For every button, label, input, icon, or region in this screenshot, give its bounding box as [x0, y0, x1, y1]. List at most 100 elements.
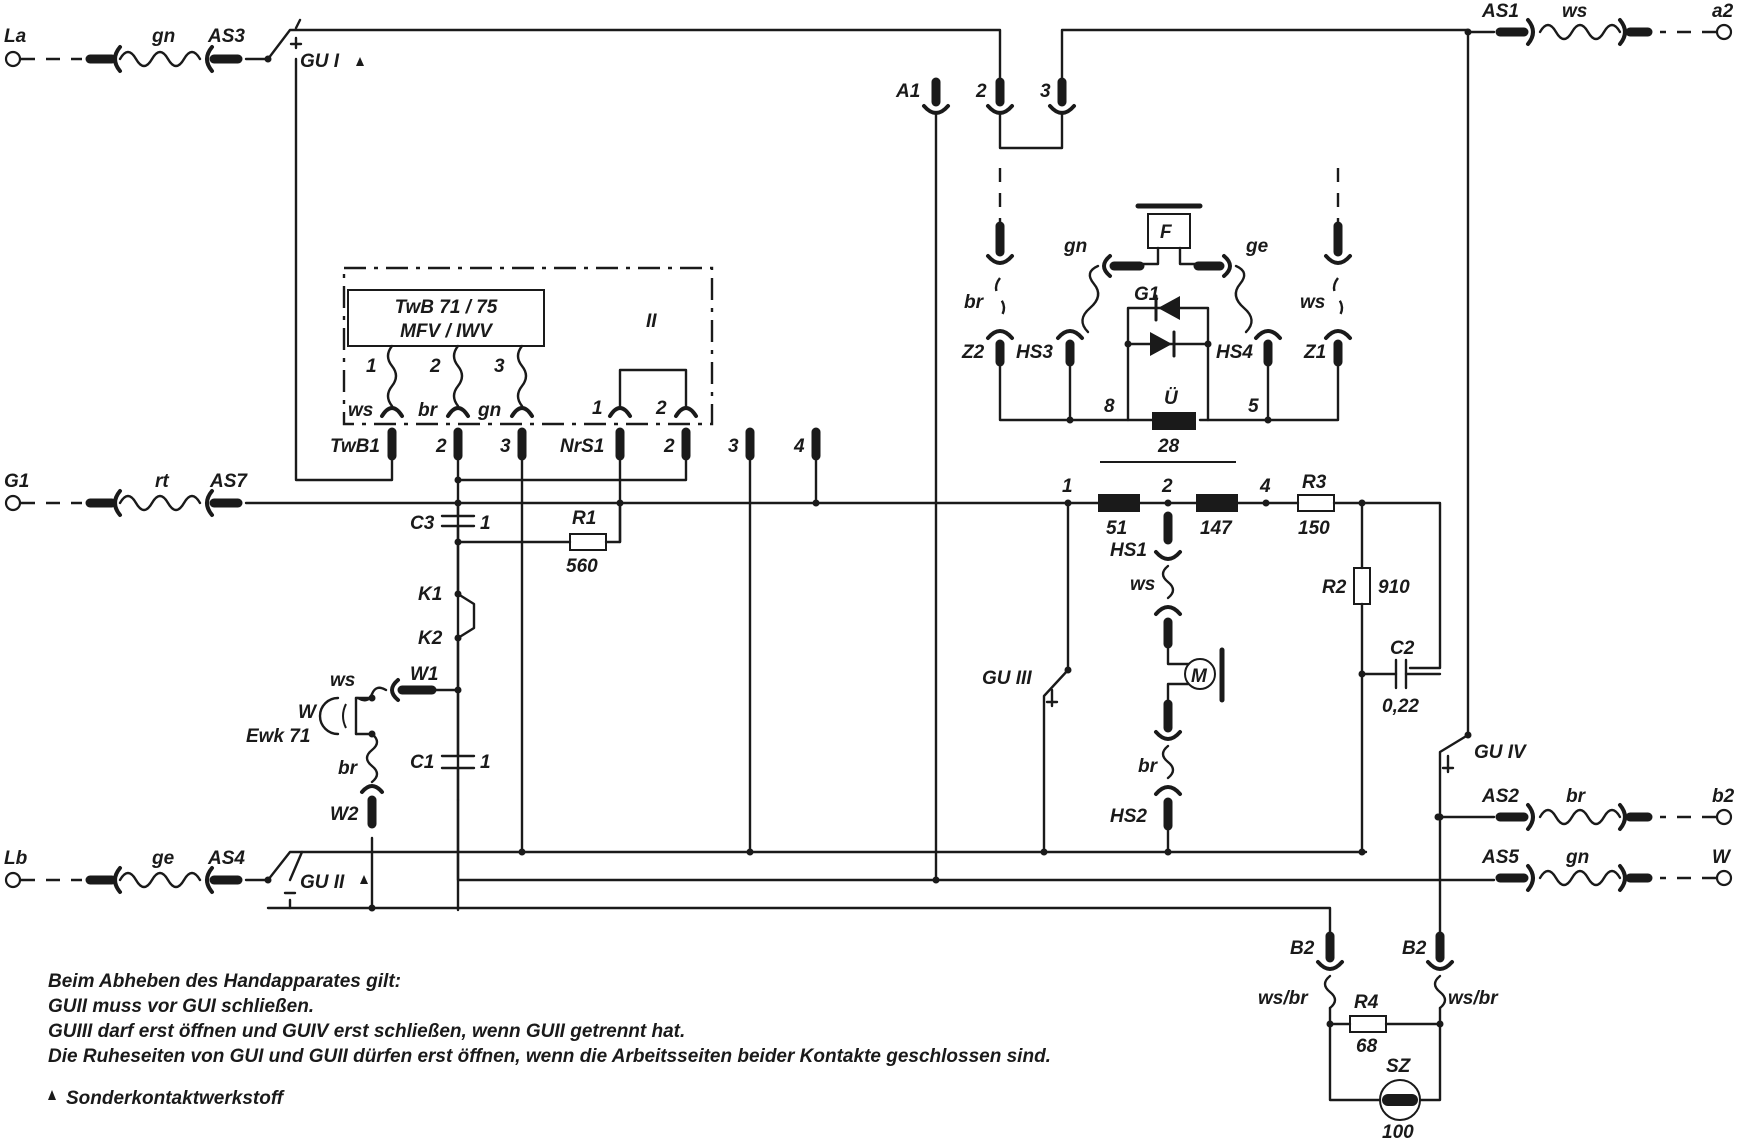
- label-la: La: [4, 26, 27, 47]
- label-br-hs2: br: [1138, 756, 1159, 777]
- label-twb1: TwB1: [330, 436, 380, 457]
- keypad-title-line2: MFV / IWV: [400, 321, 493, 342]
- terminal-a2[interactable]: [1715, 23, 1733, 41]
- terminal-g1[interactable]: [4, 494, 22, 512]
- label-c3-value: 1: [480, 513, 491, 534]
- keypad-nrs-pin1: 1: [592, 398, 603, 419]
- label-b2: b2: [1712, 786, 1735, 807]
- label-f: F: [1160, 222, 1173, 243]
- sz-group: B2 ws/br R4 68 B2 ws/br SZ 100: [1258, 931, 1499, 1138]
- label-c1-value: 1: [480, 752, 491, 773]
- pin-a1[interactable]: A1: [895, 77, 950, 115]
- label-z1: Z1: [1303, 342, 1326, 363]
- label-as3: AS3: [207, 26, 245, 47]
- ewk71-group: W1 ws W Ewk 71 br W2: [246, 664, 462, 829]
- lamp-sz: [1379, 1079, 1421, 1121]
- label-w1: W1: [410, 664, 439, 685]
- keypad-contact-ws: ws: [348, 400, 373, 421]
- label-w-right: W: [1712, 847, 1732, 868]
- label-pin3-top: 3: [1040, 81, 1051, 102]
- label-hs3: HS3: [1016, 342, 1053, 363]
- label-w2: W2: [330, 804, 359, 825]
- label-gu3: GU III: [982, 668, 1032, 689]
- terminal-w[interactable]: [1715, 869, 1733, 887]
- label-as4: AS4: [207, 848, 245, 869]
- label-ewk71: Ewk 71: [246, 726, 310, 747]
- pin-2-top[interactable]: 2: [975, 77, 1014, 115]
- label-pin2-top: 2: [975, 81, 987, 102]
- label-hs2: HS2: [1110, 806, 1147, 827]
- label-ws-a2: ws: [1562, 1, 1587, 22]
- main-wiring: [244, 18, 1496, 950]
- label-ge-lb: ge: [151, 848, 175, 869]
- label-pin3-a: 3: [500, 436, 511, 457]
- line-g1: G1 rt AS7: [4, 471, 248, 517]
- label-gn-w: gn: [1565, 847, 1589, 868]
- pin-3-top[interactable]: 3: [1040, 77, 1076, 115]
- label-wsbr-right: ws/br: [1448, 988, 1499, 1009]
- pin-row: TwB1 2 3 NrS1 2 3 4: [330, 427, 821, 507]
- switch-gu3: GU III: [982, 501, 1072, 856]
- label-r3-value: 150: [1298, 518, 1330, 539]
- keypad-pin3: 3: [494, 356, 505, 377]
- ringer-group: br Z2 ws Z1 F gn ge HS3 H: [961, 168, 1352, 463]
- terminal-la[interactable]: [4, 50, 22, 68]
- label-c2-value: 0,22: [1382, 696, 1419, 717]
- label-sz: SZ: [1386, 1056, 1412, 1077]
- label-pin5: 5: [1248, 396, 1259, 417]
- label-as1: AS1: [1481, 1, 1519, 22]
- switch-gu4: GU IV: [1436, 731, 1527, 950]
- label-pin2-a: 2: [435, 436, 447, 457]
- coil-u: [1152, 412, 1196, 430]
- terminal-b2[interactable]: [1715, 808, 1733, 826]
- label-pin4: 4: [793, 436, 805, 457]
- keypad-title-line1: TwB 71 / 75: [395, 297, 498, 318]
- label-wsbr-left: ws/br: [1258, 988, 1309, 1009]
- contact-k1-k2: K1 K2: [418, 540, 476, 692]
- label-sz-value: 100: [1382, 1122, 1414, 1138]
- label-r4: R4: [1354, 992, 1379, 1013]
- label-ws-z1: ws: [1300, 292, 1325, 313]
- label-nrs1: NrS1: [560, 436, 604, 457]
- label-gn-la: gn: [151, 26, 175, 47]
- label-u-value: 28: [1157, 436, 1180, 457]
- label-hs1: HS1: [1110, 540, 1147, 561]
- legend-text: Sonderkontaktwerkstoff: [66, 1088, 285, 1109]
- label-t-pin1: 1: [1062, 476, 1073, 497]
- terminal-lb[interactable]: [4, 871, 22, 889]
- label-c3: C3: [410, 513, 435, 534]
- label-br-b2: br: [1566, 786, 1587, 807]
- note-line-4: Die Ruheseiten von GUI und GUII dürfen e…: [48, 1046, 1051, 1067]
- label-u: Ü: [1164, 388, 1179, 409]
- notes-block: Beim Abheben des Handapparates gilt: GUI…: [48, 971, 1051, 1109]
- label-b2-left: B2: [1290, 938, 1315, 959]
- label-t-pin4: 4: [1259, 476, 1271, 497]
- label-ws-hs1: ws: [1130, 574, 1155, 595]
- label-w: W: [298, 702, 318, 723]
- line-la: La gn AS3: [4, 26, 272, 73]
- label-as7: AS7: [209, 471, 248, 492]
- label-as5: AS5: [1481, 847, 1519, 868]
- label-pin2-b: 2: [663, 436, 675, 457]
- switch-gu2: GU II: [283, 850, 368, 910]
- label-t-51: 51: [1106, 518, 1127, 539]
- label-r1-value: 560: [566, 556, 598, 577]
- label-k2: K2: [418, 628, 443, 649]
- label-ws-w1: ws: [330, 670, 355, 691]
- keypad-pin1: 1: [366, 356, 377, 377]
- label-c1: C1: [410, 752, 434, 773]
- label-pin3-b: 3: [728, 436, 739, 457]
- label-gu2: GU II: [300, 872, 345, 893]
- label-rt: rt: [155, 471, 169, 492]
- label-a1: A1: [895, 81, 920, 102]
- keypad-contact-br: br: [418, 400, 439, 421]
- label-r2-value: 910: [1378, 577, 1410, 598]
- label-g1: G1: [4, 471, 29, 492]
- keypad-nrs-pin2: 2: [655, 398, 667, 419]
- keypad-contact-gn: gn: [477, 400, 501, 421]
- label-as2: AS2: [1481, 786, 1519, 807]
- label-hs4: HS4: [1216, 342, 1253, 363]
- label-a2: a2: [1712, 1, 1734, 22]
- label-z2: Z2: [961, 342, 985, 363]
